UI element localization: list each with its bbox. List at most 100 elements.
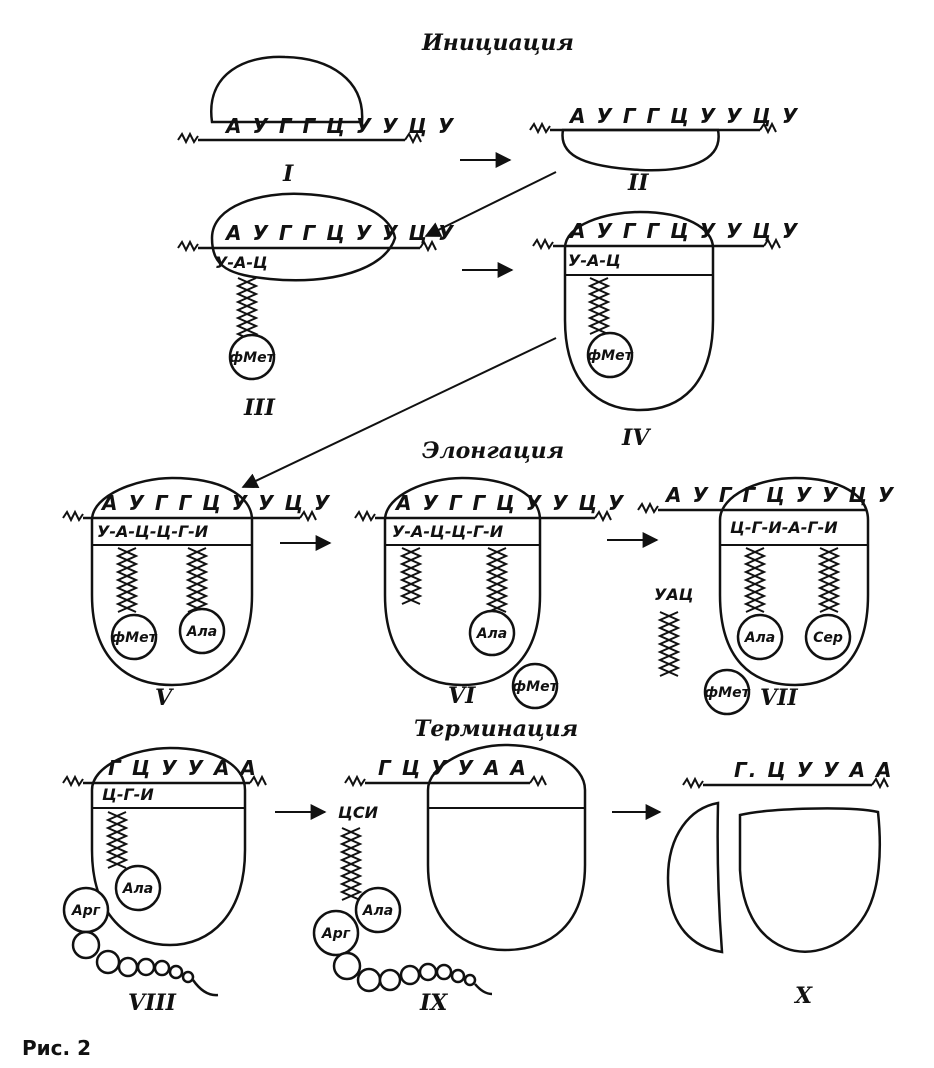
trna-helix xyxy=(485,547,509,613)
amino-acid-label: фМет xyxy=(512,679,558,695)
mrna-squiggle-left xyxy=(529,121,551,135)
amino-acid-label: фМет xyxy=(704,685,750,701)
amino-acid xyxy=(703,668,751,716)
trna-helix xyxy=(115,547,139,613)
trna-helix xyxy=(485,547,509,613)
amino-acid xyxy=(312,909,360,957)
trna-helix xyxy=(743,547,767,613)
free-trna-helix xyxy=(339,827,363,901)
amino-acid-label: фМет xyxy=(111,630,157,646)
mrna-squiggle-right xyxy=(529,774,547,788)
stage-ix: Г Ц У У А А ЦСИ Ала Арг IX xyxy=(312,743,587,1016)
mrna-squiggle-left xyxy=(532,237,554,251)
mrna-squiggle-left xyxy=(682,776,704,790)
stage-v: А У Г Г Ц У У Ц У У-А-Ц-Ц-Г-И фМет Ала V xyxy=(62,476,331,711)
mrna-sequence: Г Ц У У А А xyxy=(108,756,258,780)
mrna-squiggle-right xyxy=(299,509,317,523)
mrna-squiggle-left xyxy=(354,509,376,523)
free-trna-label: УАЦ xyxy=(654,585,694,604)
stage-numeral: VII xyxy=(760,685,798,711)
mrna-squiggle-right xyxy=(404,131,422,145)
anticodon: У-А-Ц xyxy=(568,251,621,270)
trna-helix xyxy=(817,547,841,613)
stage-numeral: IV xyxy=(621,425,651,451)
mrna-squiggle-left xyxy=(637,501,659,515)
elongation-heading: Элонгация xyxy=(422,438,564,464)
stage-iii: А У Г Г Ц У У Ц У У-А-Ц фМет III xyxy=(177,192,455,421)
stage-numeral: VI xyxy=(448,683,476,709)
trna-helix xyxy=(743,547,767,613)
amino-acid xyxy=(110,613,158,661)
small-subunit-released xyxy=(666,801,724,954)
mrna-squiggle-left xyxy=(62,774,84,788)
trna-helix xyxy=(105,811,129,869)
stage-i: А У Г Г Ц У У Ц У I xyxy=(177,55,455,187)
mrna-squiggle-right xyxy=(759,121,777,135)
amino-acid-label: Сер xyxy=(813,630,843,646)
polypeptide-chain xyxy=(71,930,219,997)
mrna-squiggle-right xyxy=(249,774,267,788)
stage-iv: А У Г Г Ц У У Ц У У-А-Ц фМет IV xyxy=(532,210,799,451)
arrow-iv-to-v xyxy=(241,337,557,489)
mrna-squiggle-right xyxy=(763,237,781,251)
mrna-sequence: Г. Ц У У А А xyxy=(734,758,894,782)
mrna-sequence: А У Г Г Ц У У Ц У xyxy=(224,221,455,245)
amino-acid-label: фМет xyxy=(587,348,633,364)
mrna-squiggle-left xyxy=(344,774,366,788)
mrna-sequence: А У Г Г Ц У У Ц У xyxy=(568,104,799,128)
mrna-sequence: А У Г Г Ц У У Ц У xyxy=(568,219,799,243)
mrna-squiggle-left xyxy=(177,131,199,145)
amino-acid-label: Арг xyxy=(71,903,101,919)
amino-acid xyxy=(511,662,559,710)
mrna-sequence: А У Г Г Ц У У Ц У xyxy=(100,491,331,515)
stage-vii: А У Г Г Ц У У Ц У Ц-Г-И-А-Г-И Ала Сер УА… xyxy=(637,476,895,716)
mrna-squiggle-right xyxy=(594,509,612,523)
figure-caption: Рис. 2 xyxy=(22,1036,91,1060)
trna-helix xyxy=(587,277,611,335)
amino-acid xyxy=(586,331,634,379)
mrna-squiggle-right xyxy=(871,776,889,790)
amino-acid-label: Ала xyxy=(476,626,508,642)
free-trna-label: ЦСИ xyxy=(338,803,379,822)
amino-acid xyxy=(804,613,852,661)
trna-helix xyxy=(185,547,209,613)
amino-acid xyxy=(736,613,784,661)
mrna-sequence: А У Г Г Ц У У Ц У xyxy=(224,114,455,138)
termination-heading: Терминация xyxy=(414,716,578,742)
arrow-ii-to-iii xyxy=(424,171,557,237)
mrna-sequence: Г Ц У У А А xyxy=(378,756,528,780)
amino-acid-label: Ала xyxy=(362,903,394,919)
anticodon: Ц-Г-И xyxy=(102,785,154,804)
anticodon: У-А-Ц-Ц-Г-И xyxy=(392,522,504,541)
mrna-squiggle-left xyxy=(62,509,84,523)
stage-numeral: V xyxy=(155,685,174,711)
stage-numeral: I xyxy=(282,161,294,187)
mrna-squiggle-left xyxy=(177,239,199,253)
ribosome xyxy=(426,743,587,952)
stage-numeral: IX xyxy=(419,990,448,1016)
amino-acid xyxy=(114,864,162,912)
small-subunit xyxy=(561,128,720,172)
amino-acid-label: фМет xyxy=(229,350,275,366)
stage-viii: Г Ц У У А А Ц-Г-И Ала Арг VIII xyxy=(62,746,267,1016)
mrna-squiggle-right xyxy=(419,239,437,253)
amino-acid-label: Ала xyxy=(122,881,154,897)
amino-acid xyxy=(178,607,226,655)
small-subunit xyxy=(210,192,397,282)
anticodon: У-А-Ц-Ц-Г-И xyxy=(97,522,209,541)
amino-acid xyxy=(468,609,516,657)
amino-acid-label: Ала xyxy=(186,624,218,640)
amino-acid xyxy=(228,333,276,381)
large-subunit-released xyxy=(738,807,882,953)
stage-ii: А У Г Г Ц У У Ц У II xyxy=(529,104,799,196)
trna-helix xyxy=(185,547,209,613)
mrna-sequence: А У Г Г Ц У У Ц У xyxy=(664,483,895,507)
amino-acid-label: Арг xyxy=(321,926,351,942)
anticodon: У-А-Ц xyxy=(215,253,268,272)
amino-acid xyxy=(354,886,402,934)
mrna-sequence: А У Г Г Ц У У Ц У xyxy=(394,491,625,515)
stage-numeral: VIII xyxy=(128,990,177,1016)
stage-vi: А У Г Г Ц У У Ц У У-А-Ц-Ц-Г-И Ала фМет V… xyxy=(354,476,625,710)
small-subunit xyxy=(210,55,364,124)
anticodon: Ц-Г-И-А-Г-И xyxy=(730,518,838,537)
